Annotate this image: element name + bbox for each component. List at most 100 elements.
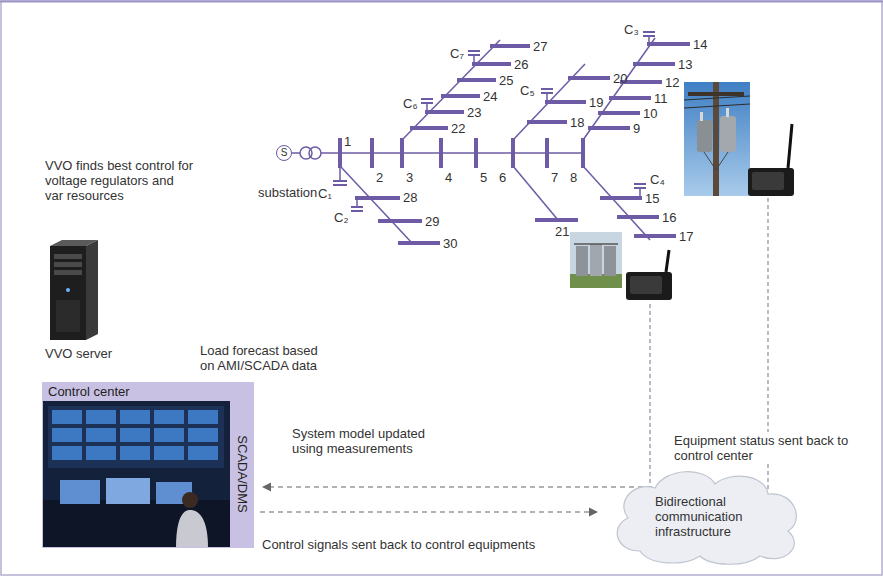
bus-number: 8 [570, 170, 577, 185]
wireless-device [748, 168, 794, 196]
dashed-arrow [262, 483, 652, 492]
server-computer [54, 262, 82, 267]
edge-label: Control signals sent back to control equ… [262, 537, 535, 552]
pole-transformer-photo [700, 112, 703, 121]
system-name: SCADA/DMS [235, 435, 250, 512]
server-computer [86, 240, 98, 340]
pole-transformer-photo [726, 108, 729, 117]
bus-number: 6 [499, 170, 506, 185]
pole-transformer-photo [704, 152, 728, 170]
bus-number: 9 [633, 121, 640, 136]
wireless-device [630, 276, 662, 294]
bus-number: 19 [589, 95, 603, 110]
edge-label: System model updated using measurements [292, 426, 442, 456]
bus-number: 3 [406, 170, 413, 185]
bus-number: 22 [451, 121, 465, 136]
capacitor-label: C₇ [450, 46, 464, 61]
bus-bar [340, 44, 690, 243]
bus-number: 23 [467, 105, 481, 120]
feeder-line [292, 38, 655, 243]
bus-bar [355, 198, 440, 243]
server-computer [50, 246, 86, 340]
server-computer [50, 240, 98, 340]
dashed-arrow [260, 508, 598, 517]
bus-number: 10 [643, 106, 657, 121]
note-text: Load forecast based on AMI/SCADA data [200, 343, 330, 373]
feeder-line [583, 166, 650, 240]
bus-number: 24 [483, 89, 497, 104]
capacitor-symbol [340, 36, 649, 207]
pad-transformer-photo [570, 274, 622, 288]
dashed-arrow [260, 511, 590, 512]
bus-number: 30 [443, 236, 457, 251]
control-room-photo [52, 410, 218, 460]
cloud-label: Bidirectional communication infrastructu… [655, 494, 765, 539]
server-label: VVO server [45, 346, 112, 361]
bus-bar [340, 138, 583, 168]
source-circle: S [276, 145, 292, 161]
bus-bar [410, 46, 530, 128]
pole-transformer-photo [713, 82, 719, 196]
bus-number: 5 [480, 170, 487, 185]
bus-bar [588, 44, 690, 128]
pole-transformer-photo [684, 96, 750, 108]
pole-transformer-photo [697, 120, 712, 152]
capacitor-symbol [333, 32, 655, 211]
feeder-line [402, 40, 500, 140]
feeder-line [513, 166, 558, 220]
feeder-line [583, 38, 655, 140]
control-room-photo [106, 478, 150, 504]
bus-number: 20 [613, 71, 627, 86]
wireless-device [666, 250, 669, 272]
capacitor-label: C₆ [403, 96, 418, 111]
capacitor-label: C₄ [650, 172, 665, 187]
capacitor-symbol [333, 32, 655, 211]
server-node: VVO server [42, 240, 132, 362]
bus-bar [527, 78, 610, 122]
control-room-photo [60, 480, 100, 504]
pole-transformer-photo [720, 116, 736, 152]
control-room-photo [42, 400, 230, 548]
bus-number: 16 [662, 210, 676, 225]
capacitor-label: C₁ [318, 186, 332, 201]
dashed-arrow [270, 486, 652, 487]
feeder-line [341, 167, 412, 243]
wireless-device [788, 124, 792, 168]
wireless-device [626, 124, 794, 300]
bus-number: 17 [679, 229, 693, 244]
control-room-photo [182, 492, 198, 508]
bus-number: 28 [403, 190, 417, 205]
bus-number: 14 [693, 37, 707, 52]
control-center-panel: Control centerSCADA/DMS [42, 382, 254, 548]
server-computer [54, 254, 82, 259]
bus-number: 18 [570, 115, 584, 130]
bus-number: 26 [514, 57, 528, 72]
substation-source: Ssubstation [258, 145, 328, 203]
bus-number: 4 [445, 170, 452, 185]
note-text: VVO finds best control for voltage regul… [45, 158, 195, 203]
arrow-head [262, 483, 271, 492]
capacitor-label: C₅ [520, 83, 535, 98]
wireless-device [626, 272, 672, 300]
bus-number: 15 [645, 191, 659, 206]
top-rule [0, 1, 883, 3]
bus-number: 27 [533, 39, 547, 54]
station-label: substation [258, 185, 317, 200]
pole-transformer-photo [684, 82, 750, 196]
pole-transformer-photo [684, 82, 750, 196]
pad-transformer-photo [570, 232, 622, 288]
status-link [649, 304, 650, 486]
control-room-photo [176, 510, 208, 548]
panel-heading: Control center [43, 383, 253, 401]
control-room-photo [48, 406, 224, 468]
wireless-device [752, 172, 784, 190]
pad-transformer-photo [576, 246, 588, 276]
pad-transformer-photo [590, 244, 602, 276]
panel-side-strip: SCADA/DMS [230, 401, 254, 547]
control-room-photo [42, 400, 230, 548]
bus-number: 25 [499, 73, 513, 88]
pad-transformer-photo [604, 246, 616, 276]
cloud-outline [617, 472, 796, 565]
